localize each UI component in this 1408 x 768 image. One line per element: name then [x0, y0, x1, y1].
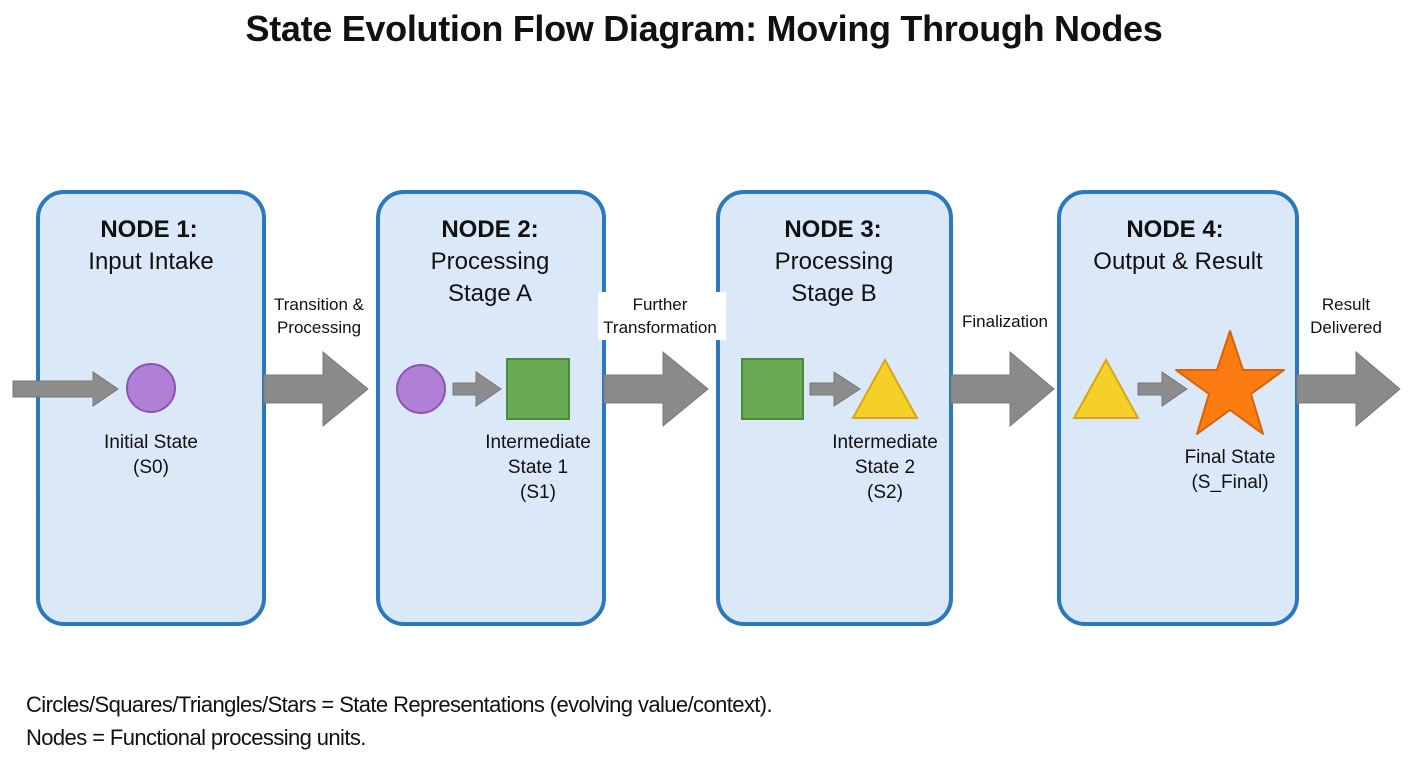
node-4-state-label-line2: (S_Final): [1191, 472, 1268, 493]
diagram-title: State Evolution Flow Diagram: Moving Thr…: [245, 8, 1163, 49]
transition-3-label: Finalization: [962, 312, 1048, 331]
transition-2-label-line1: Further: [633, 295, 688, 314]
node-3-box[interactable]: [716, 190, 953, 626]
transition-arrow-3-icon: [950, 350, 1055, 428]
node-2-state-label-line2: State 1: [508, 457, 568, 478]
node-4-box[interactable]: [1057, 190, 1299, 626]
legend-line-shapes: Circles/Squares/Triangles/Stars = State …: [26, 692, 773, 717]
square-input-icon: [741, 358, 804, 420]
node-1-state-label-line1: Initial State: [104, 432, 198, 453]
entry-arrow-icon: [12, 371, 119, 407]
transition-4-label-line2: Delivered: [1310, 318, 1382, 337]
transition-1-label-line2: Processing: [277, 318, 361, 337]
node-3-subtitle-line1: Processing: [775, 248, 894, 275]
node-4-state-label-line1: Final State: [1185, 447, 1276, 468]
node-2-state-label-line1: Intermediate: [485, 432, 591, 453]
transition-2-label-line2: Transformation: [603, 318, 717, 337]
triangle-state-s2-icon: [851, 357, 919, 419]
node-2-subtitle-line1: Processing: [431, 248, 550, 275]
node-4-subtitle: Output & Result: [1093, 248, 1263, 275]
triangle-input-icon: [1072, 357, 1140, 419]
node-2-inner-arrow-icon: [452, 371, 502, 407]
node-3-heading: NODE 3:: [784, 216, 881, 243]
transition-1-label-bg: [266, 292, 372, 340]
node-2-subtitle-line2: Stage A: [448, 280, 532, 307]
transition-4-label-line1: Result: [1322, 295, 1370, 314]
square-state-s1-icon: [506, 358, 570, 420]
star-final-state-icon: [1175, 330, 1285, 435]
node-1-heading: NODE 1:: [100, 216, 197, 243]
node-3-subtitle-line2: Stage B: [791, 280, 876, 307]
node-2-heading: NODE 2:: [441, 216, 538, 243]
circle-input-icon: [396, 364, 446, 414]
transition-1-label-line1: Transition &: [274, 295, 365, 314]
node-1-state-label-line2: (S0): [133, 457, 169, 478]
node-4-heading: NODE 4:: [1126, 216, 1223, 243]
node-3-inner-arrow-icon: [809, 371, 861, 407]
legend: Circles/Squares/Triangles/Stars = State …: [26, 688, 773, 754]
transition-arrow-4-icon: [1296, 350, 1401, 428]
transition-2-label-bg: [598, 292, 726, 340]
transition-arrow-1-icon: [263, 350, 369, 428]
node-3-state-label-line2: State 2: [855, 457, 915, 478]
node-2-box[interactable]: [376, 190, 606, 626]
circle-state-s0-icon: [126, 363, 176, 413]
transition-arrow-2-icon: [603, 350, 709, 428]
node-4-inner-arrow-icon: [1137, 371, 1188, 407]
node-3-state-label-line1: Intermediate: [832, 432, 938, 453]
node-3-state-label-line3: (S2): [867, 482, 903, 503]
transition-3-label-bg: [953, 310, 1057, 334]
node-1-subtitle: Input Intake: [88, 248, 213, 275]
legend-line-nodes: Nodes = Functional processing units.: [26, 725, 366, 750]
node-2-state-label-line3: (S1): [520, 482, 556, 503]
